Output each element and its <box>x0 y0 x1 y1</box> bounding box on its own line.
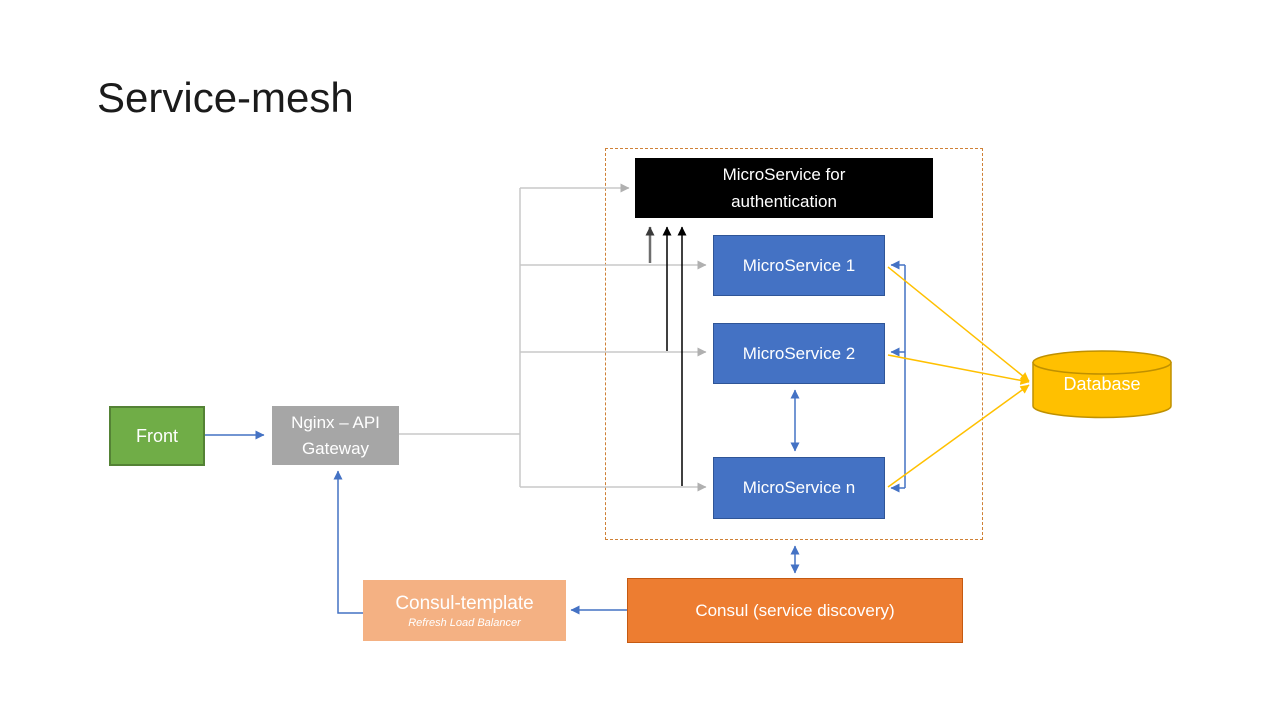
node-microservice-2: MicroService 2 <box>713 323 885 384</box>
edge-services-database <box>887 266 1030 488</box>
node-microservice-1: MicroService 1 <box>713 235 885 296</box>
edge-mesh-right-rail <box>890 260 906 493</box>
node-auth-label: MicroService for authentication <box>722 165 846 211</box>
node-front: Front <box>109 406 205 466</box>
node-consul: Consul (service discovery) <box>627 578 963 643</box>
node-msn-label: MicroService n <box>742 478 856 497</box>
edge-consultemplate-gateway <box>333 470 363 614</box>
node-consul-template: Consul-template Refresh Load Balancer <box>363 580 566 641</box>
node-front-label: Front <box>135 425 178 446</box>
node-auth-microservice: MicroService for authentication <box>635 158 933 218</box>
node-microservice-n: MicroService n <box>713 457 885 519</box>
node-gateway-label: Nginx – API Gateway <box>291 412 380 458</box>
node-consul-template-sublabel: Refresh Load Balancer <box>408 616 521 629</box>
node-nginx-api-gateway: Nginx – API Gateway <box>272 406 399 465</box>
node-ms1-label: MicroService 1 <box>742 255 856 275</box>
edge-services-to-auth <box>645 226 687 486</box>
node-ms2-label: MicroService 2 <box>742 343 856 363</box>
node-consul-label: Consul (service discovery) <box>695 600 895 620</box>
node-database: Database <box>1032 350 1172 420</box>
node-database-label: Database <box>1063 374 1141 394</box>
edge-gateway-fanout <box>399 183 707 492</box>
database-cylinder-icon <box>1032 350 1172 419</box>
slide-title: Service-mesh <box>97 74 354 121</box>
node-consul-template-label: Consul-template <box>395 592 534 614</box>
